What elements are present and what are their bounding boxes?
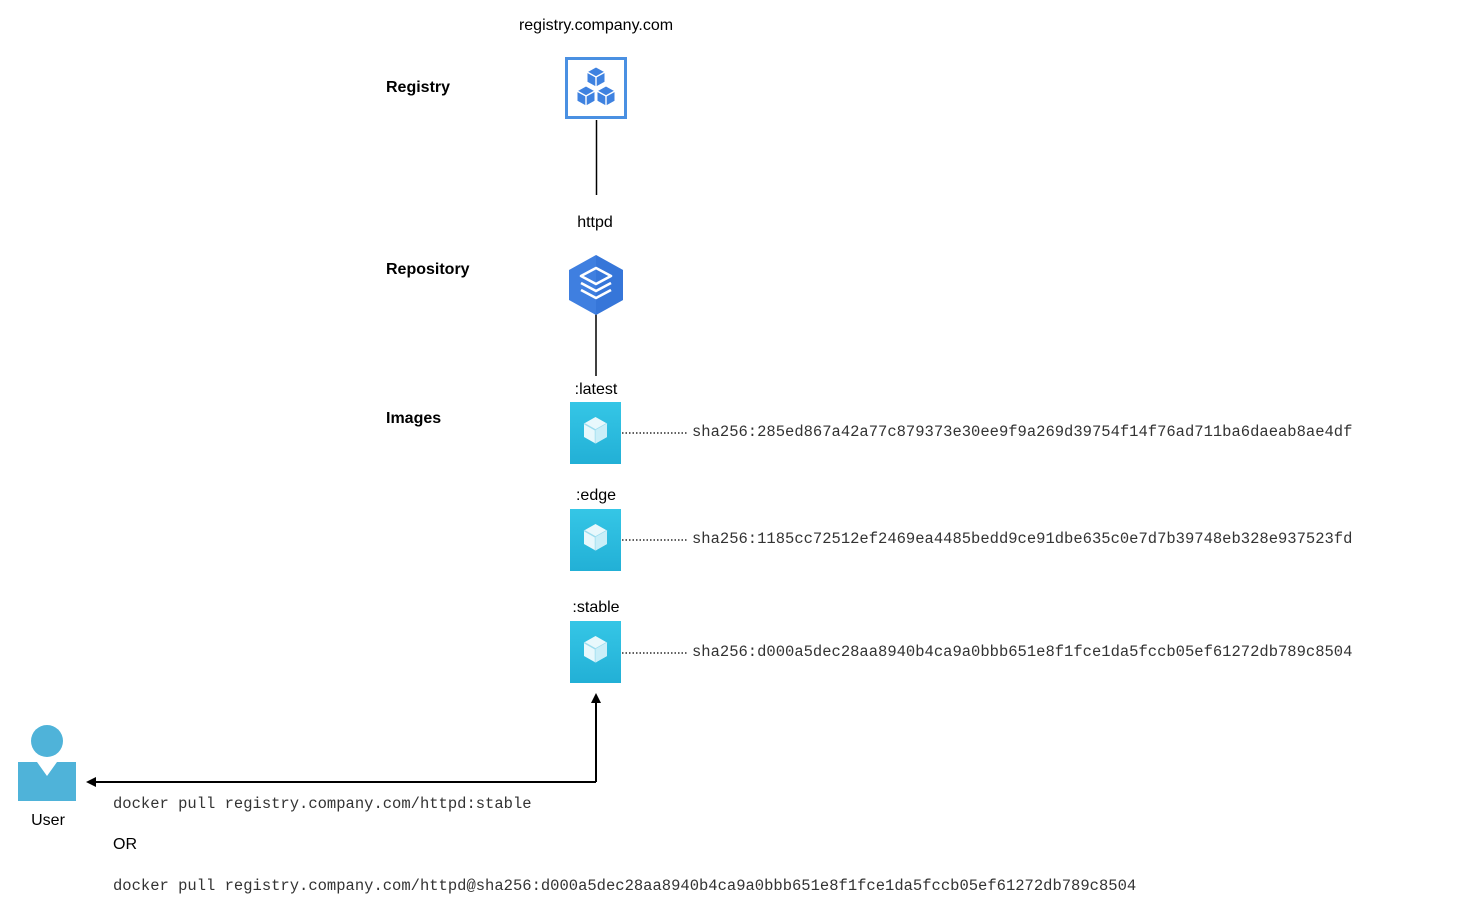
image-cube-icon — [570, 621, 621, 683]
repository-section-label: Repository — [386, 261, 470, 278]
pull-by-tag-command: docker pull registry.company.com/httpd:s… — [113, 795, 532, 813]
image-digest-latest: sha256:285ed867a42a77c879373e30ee9f9a269… — [692, 423, 1353, 441]
pull-by-digest-command: docker pull registry.company.com/httpd@s… — [113, 877, 1137, 895]
image-tag-stable: :stable — [572, 599, 620, 616]
registry-section-label: Registry — [386, 79, 451, 96]
image-cube-icon — [570, 402, 621, 464]
image-digest-edge: sha256:1185cc72512ef2469ea4485bedd9ce91d… — [692, 530, 1353, 548]
repository-name-label: httpd — [577, 214, 613, 231]
registry-host-label: registry.company.com — [518, 17, 674, 34]
user-icon — [18, 725, 76, 801]
image-digest-stable: sha256:d000a5dec28aa8940b4ca9a0bbb651e8f… — [692, 643, 1353, 661]
or-label: OR — [113, 836, 137, 853]
registry-cubes-icon — [565, 57, 627, 119]
stacked-layers-icon — [569, 255, 623, 315]
images-section-label: Images — [386, 410, 442, 427]
image-cube-icon — [570, 509, 621, 571]
user-label: User — [31, 812, 65, 829]
image-tag-edge: :edge — [575, 487, 617, 504]
image-tag-latest: :latest — [574, 381, 618, 398]
